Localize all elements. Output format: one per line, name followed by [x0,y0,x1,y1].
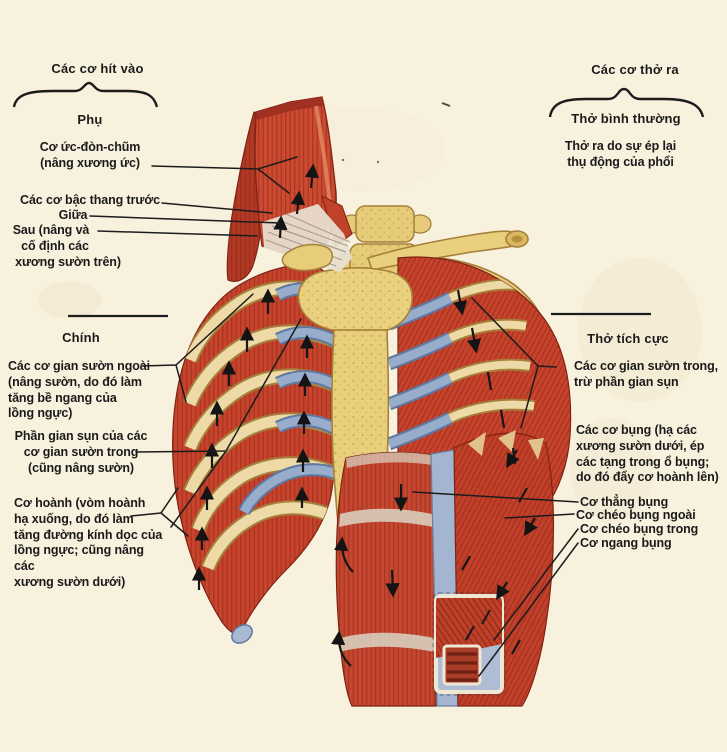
internal-oblique-label: Cơ chéo bụng trong [580,522,699,536]
leader-lines [89,156,579,677]
scalene-posterior-label: Sau (nâng và [12,223,90,237]
right-header: Các cơ thở ra [591,62,679,77]
tendinous-intersection [339,632,435,652]
abdominal-muscles-label: Các cơ bụng (hạ các xương sườn dưới, ép … [576,423,719,485]
annotation-marks [12,81,705,318]
left-brace [12,81,159,108]
right-brace [548,87,705,118]
quiet-breathing-text: Thở ra do sự ép lại thụ động của phổi [564,139,677,169]
left-ribcage-external-intercostals [172,263,338,644]
oblique-window-internal-layers [432,592,506,696]
active-breathing-title: Thở tích cực [587,331,669,346]
quiet-breathing-title: Thở bình thường [571,111,681,126]
costal-margin-tip-cartilage [231,624,253,644]
principal-title: Chính [62,330,100,345]
scalene-posterior-label-2: cố định các [21,239,89,253]
tendinous-intersection [339,508,433,527]
scalene-posterior-label-3: xương sườn trên) [15,255,121,269]
left-header: Các cơ hít vào [51,61,144,76]
scm-label: Cơ ức-đòn-chũm (nâng xương ức) [39,140,141,170]
external-intercostal-label: Các cơ gian sườn ngoài (nâng sườn, do đó… [8,359,151,421]
scalene-anterior-label: Các cơ bậc thang trước [20,193,160,207]
rectus-abdominis-muscle [335,451,439,707]
tendinous-intersection [346,452,437,468]
muscle-slip [468,432,486,456]
transversus-abdominis-label: Cơ ngang bụng [580,536,672,550]
internal-intercostal-label: Các cơ gian sườn trong, trừ phần gian sụ… [574,359,718,389]
accessory-title: Phụ [77,112,103,127]
muscle-slip [528,438,544,460]
action-arrows [191,163,538,667]
rectus-abdominis-label: Cơ thẳng bụng [580,495,669,509]
muscle-cut-edge [256,97,323,120]
external-oblique-label: Cơ chéo bụng ngoài [576,508,696,522]
transversus-abdominis-muscle [442,644,482,686]
interchondral-label: Phần gian sụn của các cơ gian sườn trong… [14,429,148,475]
scalene-middle-label: Giữa [58,208,88,222]
muscle-slip [498,430,516,452]
left-clavicle-stub [281,243,333,272]
diaphragm-label: Cơ hoành (vòm hoành hạ xuống, do đó làm … [14,496,163,589]
